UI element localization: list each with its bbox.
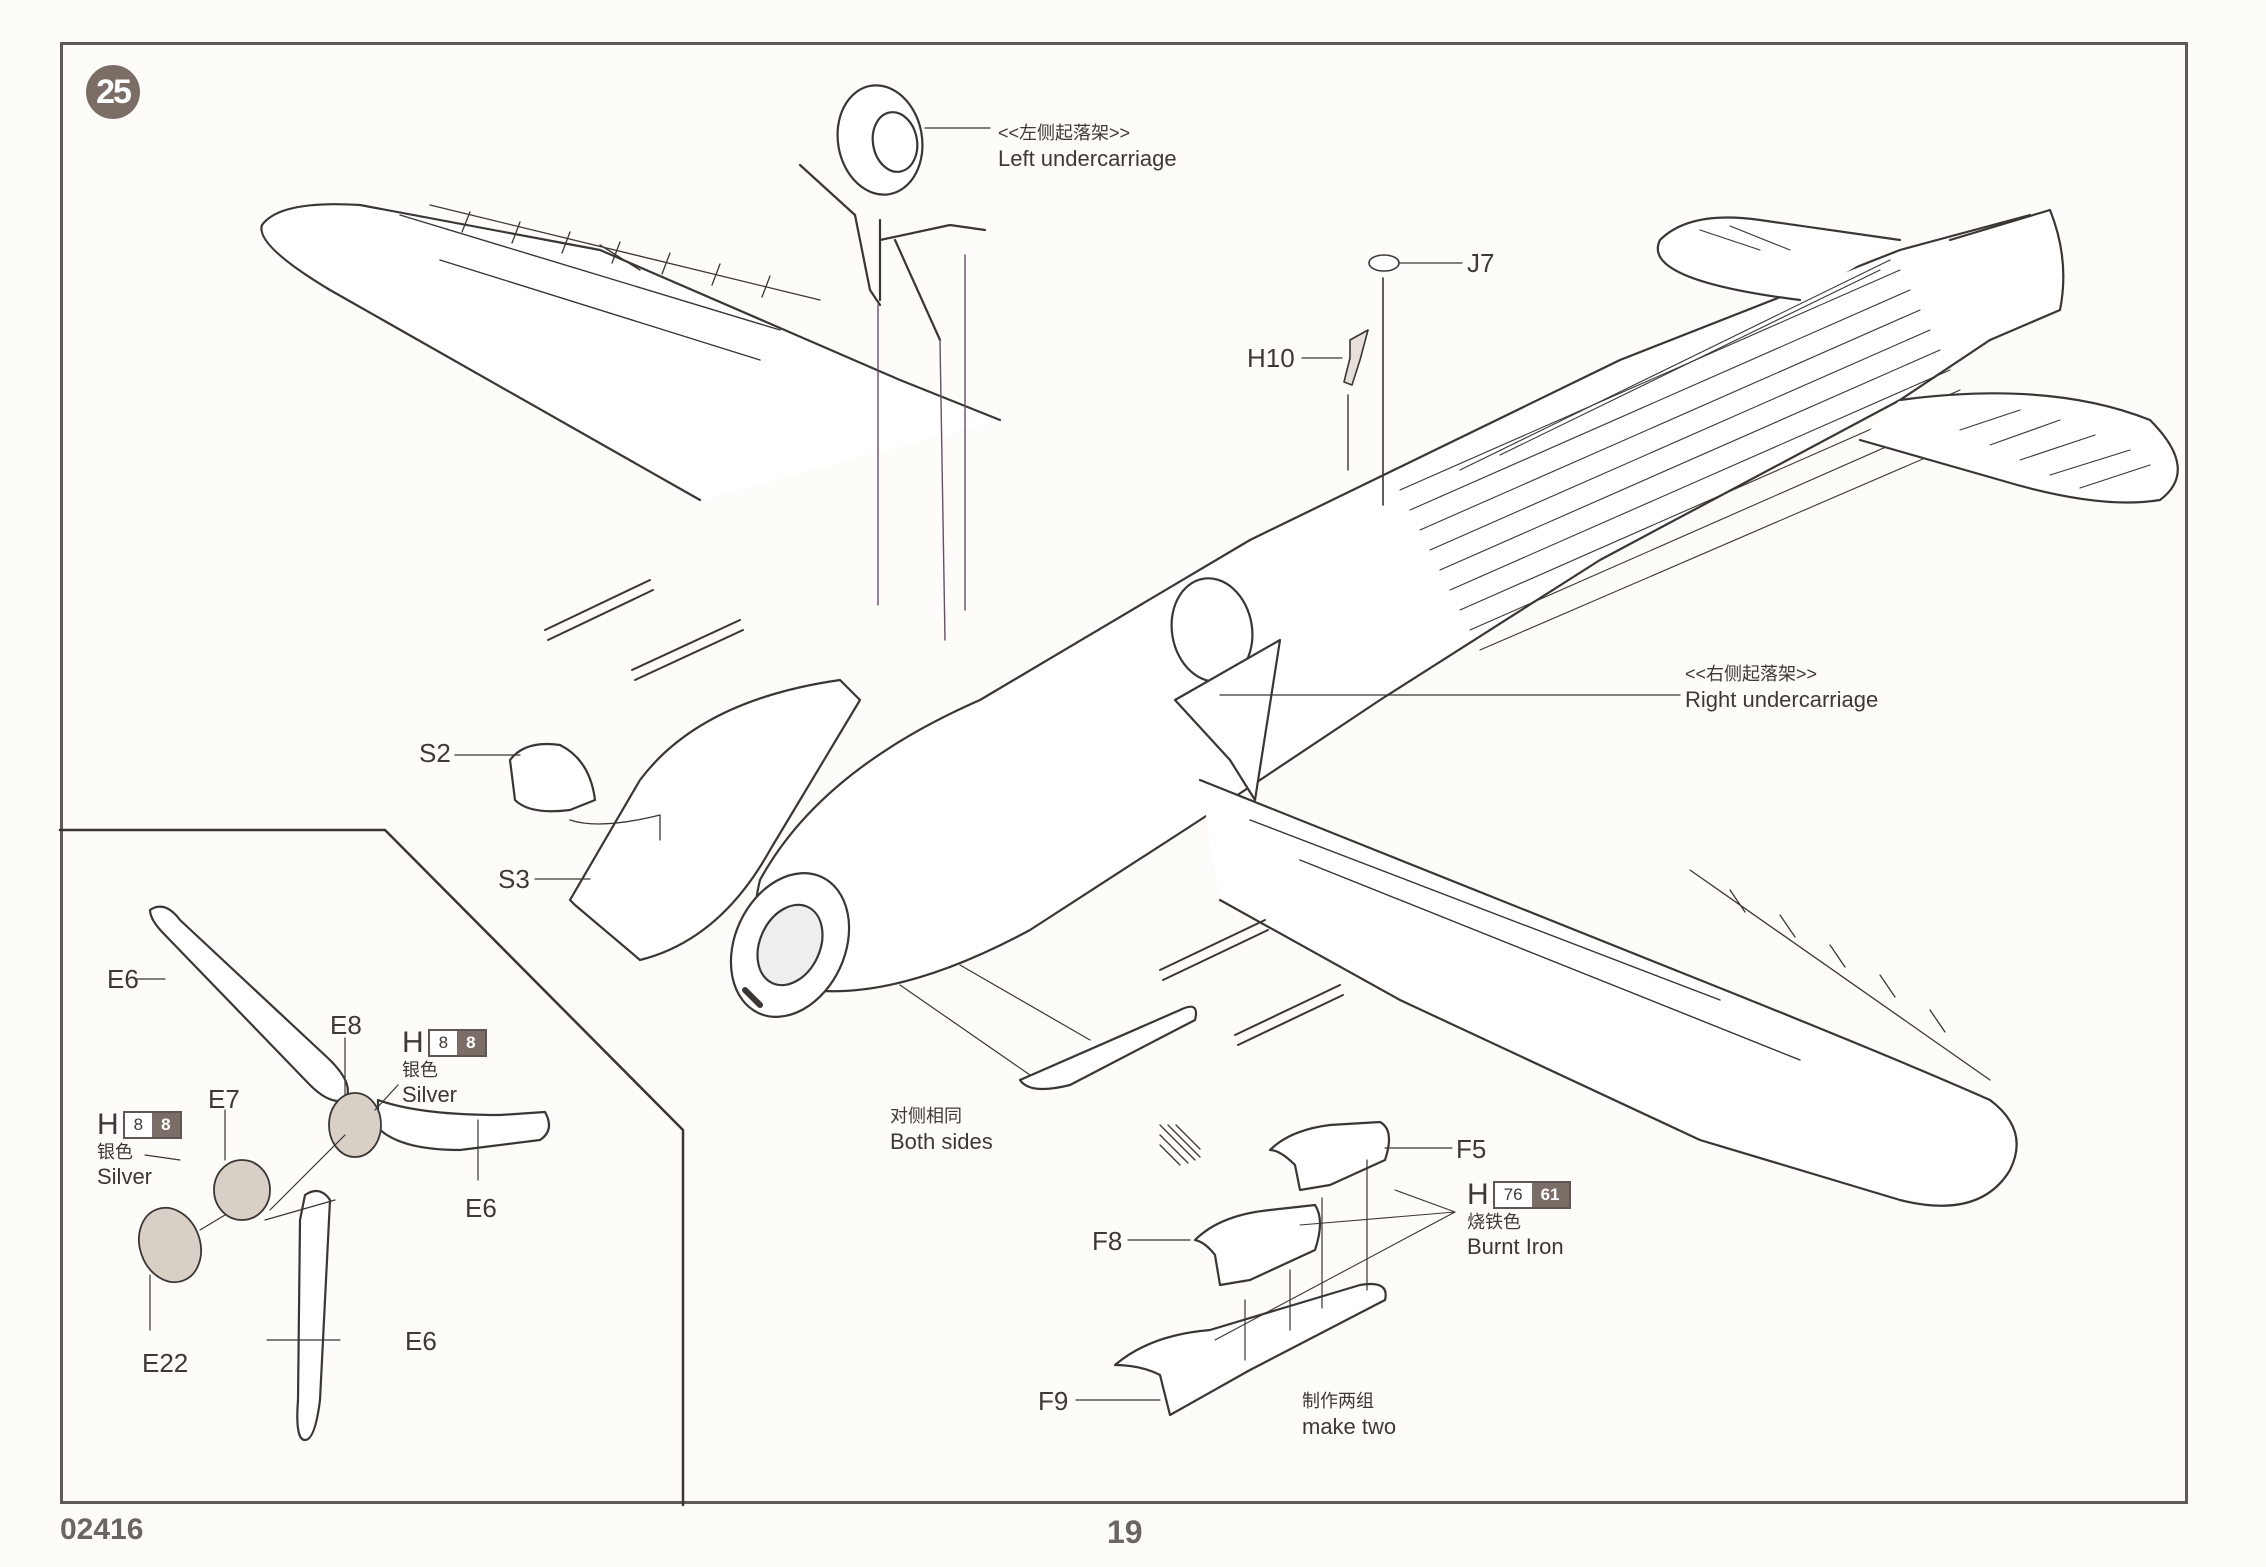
exhaust-pegs-guides <box>1244 1159 1368 1361</box>
kit-code: 02416 <box>60 1513 144 1546</box>
propeller-shaft <box>742 987 763 1008</box>
e6-top-blade <box>148 905 349 1103</box>
e6-right-blade <box>376 1098 551 1152</box>
right-undercarriage-callout: <<右侧起落架>> Right undercarriage <box>1685 663 1878 713</box>
left-undercarriage-en: Left undercarriage <box>998 145 1177 171</box>
exhaust-paint-leaders <box>1214 1189 1456 1341</box>
paint-name-cn: 银色 <box>97 1142 133 1162</box>
left-undercarriage-part <box>798 84 987 342</box>
f8-part <box>1193 1203 1322 1287</box>
paint-code-a: 8 <box>429 1031 458 1055</box>
page-number: 19 <box>1107 1514 1143 1550</box>
exhaust-guide <box>899 964 1091 1076</box>
part-label-e6-bottom: E6 <box>405 1326 437 1356</box>
s2-part <box>508 742 597 813</box>
part-label-e7: E7 <box>208 1084 240 1114</box>
part-label-e6-right: E6 <box>465 1193 497 1223</box>
propeller-inset-border <box>58 828 685 1507</box>
part-label-f9: F9 <box>1038 1386 1069 1416</box>
left-wing-aileron <box>429 204 821 301</box>
left-wing-flap <box>399 214 781 361</box>
left-tailplane <box>1656 216 1902 302</box>
paint-code-b: 61 <box>1531 1183 1569 1207</box>
paint-code-a: 76 <box>1494 1183 1532 1207</box>
f9-part <box>1113 1282 1387 1417</box>
part-label-j7: J7 <box>1467 248 1495 278</box>
vertical-tail <box>1948 208 2065 342</box>
part-label-s2: S2 <box>419 738 451 768</box>
left-undercarriage-cn: <<左侧起落架>> <box>998 123 1131 143</box>
paint-ref-e8: H 8 8 银色 Silver <box>402 1028 487 1108</box>
paint-name-cn: 银色 <box>402 1060 438 1080</box>
right-tailplane <box>1858 392 2179 504</box>
paint-code-b: 8 <box>457 1031 485 1055</box>
make-two-en: make two <box>1302 1413 1397 1439</box>
exhaust-assembled <box>1018 1005 1198 1091</box>
s2-s3-guide <box>569 814 661 841</box>
j7-part <box>1368 254 1400 272</box>
wing-guns <box>544 579 1344 1046</box>
right-undercarriage-part <box>1170 577 1282 802</box>
paint-prefix: H <box>402 1026 424 1059</box>
paint-code-box: 8 8 <box>427 1029 487 1057</box>
both-sides-note: 对侧相同 Both sides <box>890 1105 993 1155</box>
right-wing-flap <box>1249 819 1801 1061</box>
tail-ribs <box>1699 225 2151 489</box>
make-two-note: 制作两组 make two <box>1302 1390 1396 1440</box>
paint-prefix: H <box>1467 1178 1489 1211</box>
make-two-cn: 制作两组 <box>1302 1391 1374 1411</box>
paint-ref-e7: H 8 8 银色 Silver <box>97 1110 182 1190</box>
part-label-f8: F8 <box>1092 1226 1123 1256</box>
part-label-e6-top: E6 <box>107 964 139 994</box>
page-frame <box>60 42 2188 1504</box>
left-wing <box>260 203 1002 502</box>
e22-spinner-base <box>138 1206 202 1284</box>
both-sides-en: Both sides <box>890 1128 993 1154</box>
right-wing <box>1198 778 2018 1207</box>
h10-part <box>1343 329 1369 386</box>
left-undercarriage-guides <box>877 254 966 641</box>
paint-code-box: 76 61 <box>1492 1181 1571 1209</box>
hatch-marks <box>1159 1124 1201 1166</box>
e7-hub <box>213 1159 271 1221</box>
right-undercarriage-en: Right undercarriage <box>1685 686 1879 712</box>
e6-bottom-blade <box>296 1189 332 1442</box>
e8-hub <box>328 1092 382 1158</box>
right-undercarriage-cn: <<右侧起落架>> <box>1685 664 1818 684</box>
right-wing-aileron <box>1689 869 1991 1081</box>
part-label-e8: E8 <box>330 1010 362 1040</box>
propeller-inset-leaders <box>134 978 479 1341</box>
part-label-h10: H10 <box>1247 343 1295 373</box>
paint-name-en: Burnt Iron <box>1467 1233 1564 1259</box>
paint-name-cn: 烧铁色 <box>1467 1212 1521 1232</box>
paint-ref-exhaust: H 76 61 烧铁色 Burnt Iron <box>1467 1180 1571 1260</box>
left-undercarriage-callout: <<左侧起落架>> Left undercarriage <box>998 122 1177 172</box>
both-sides-cn: 对侧相同 <box>890 1106 962 1126</box>
part-label-s3: S3 <box>498 864 530 894</box>
paint-code-box: 8 8 <box>122 1111 182 1139</box>
f5-part <box>1268 1120 1391 1192</box>
paint-code-a: 8 <box>124 1113 153 1137</box>
paint-name-en: Silver <box>97 1163 153 1189</box>
paint-prefix: H <box>97 1108 119 1141</box>
paint-code-b: 8 <box>152 1113 180 1137</box>
part-label-e22: E22 <box>142 1348 189 1378</box>
step-number-badge: 25 <box>86 65 140 119</box>
part-label-f5: F5 <box>1456 1134 1487 1164</box>
engine-front <box>756 903 824 987</box>
paint-name-en: Silver <box>402 1081 458 1107</box>
s3-part <box>568 678 862 962</box>
